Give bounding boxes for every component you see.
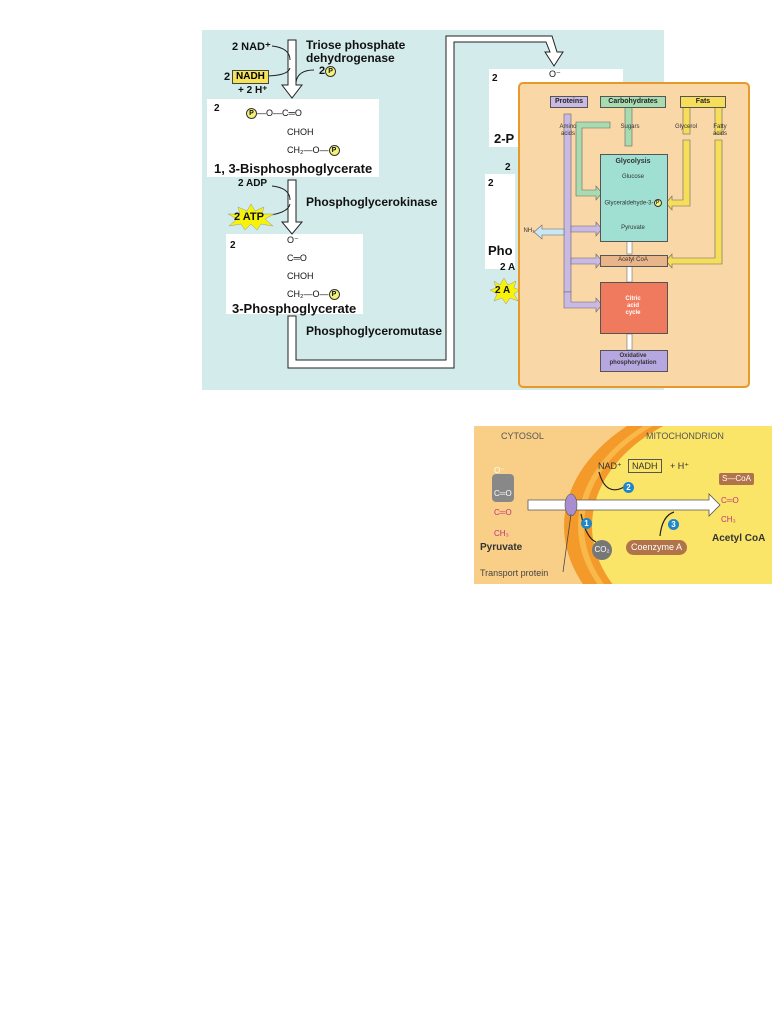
citric-acid-box [600,282,668,334]
cytosol-label: CYTOSOL [501,431,544,441]
nadh-coef: 2 [224,71,231,83]
right-name-a: 2-P [494,131,515,146]
phosphate-icon: P [325,65,337,77]
nad-label: NAD⁺ [598,461,622,471]
pyruvate-ch3: CH₃ [494,529,509,538]
right-coef-d: 2 A [500,262,516,273]
bpg-choh: CHOH [287,127,314,137]
right-coef-c: 2 [488,178,494,189]
reaction-arrows [261,35,564,369]
pyruvate-name: Pyruvate [480,542,523,553]
glycerol-label: Glycerol [674,124,697,130]
mitochondrion-label: MITOCHONDRION [646,431,724,441]
sugars-label: Sugars [620,124,640,130]
enzyme1-line2: dehydrogenase [306,51,395,65]
nad-label: 2 NAD⁺ [232,41,271,53]
pg-co: C═O [287,253,307,263]
pg-ch2: CH₂—O—P [287,289,340,301]
step-3-badge: 3 [668,519,679,530]
atp-burst-icon [227,204,275,230]
bpg-coef: 2 [214,103,220,114]
h-label: + H⁺ [670,461,690,471]
acetyl-co: C═O [721,496,739,505]
oxidative-phosphorylation-box [600,350,668,372]
right-coef-a: 2 [492,73,498,84]
bpg-ch2: CH₂—O—P [287,145,340,157]
co2-circle: CO₂ [592,540,612,560]
acetyl-coa-label: Acetyl CoA [618,257,648,263]
membrane-shapes [492,426,772,584]
nadh-box: NADH [232,70,269,84]
pg-box [226,234,363,314]
coenzyme-a-pill: Coenzyme A [626,540,688,555]
nadh-box: NADH [628,459,662,473]
pyruvate-transport-panel: CYTOSOL MITOCHONDRION NAD⁺ NADH + H⁺ 2 1… [474,426,772,584]
fats-header: Fats [680,96,726,108]
phosphate-icon: P [328,145,340,157]
atp-burst-icon-right [489,278,520,304]
acetyl-coa-name: Acetyl CoA [712,533,766,544]
right-o: O⁻ [549,69,561,79]
s-coa-label: S—CoA [719,473,754,485]
glycolysis-title: Glycolysis [615,158,651,165]
transport-protein-label: Transport protein [480,568,549,578]
pyruvate-co-2: C═O [494,508,512,517]
right-name-b: Pho [488,243,513,258]
h-label: + 2 H⁺ [238,85,268,96]
pg-o: O⁻ [287,235,299,245]
atp-label: 2 ATP [234,211,264,223]
glycolysis-box [600,154,668,242]
pg-choh: CHOH [287,271,314,281]
step-2-badge: 2 [623,482,634,493]
pg-name: 3-Phosphoglycerate [232,301,357,316]
acetyl-ch3: CH₃ [721,515,736,524]
enzyme-phosphoglycerokinase: Phosphoglycerokinase [306,195,438,209]
phosphate-icon: P [246,108,257,120]
proteins-header: Proteins [550,96,588,108]
step-1-badge: 1 [581,518,592,529]
right-atp: 2 A [495,285,511,296]
bpg-name: 1, 3-Bisphosphoglycerate [214,161,373,176]
bpg-box [207,99,379,177]
right-coef-b: 2 [505,162,511,173]
phosphate-icon: P [653,199,662,207]
enzyme-triose-phosphate-dehydrogenase: Triose phosphate dehydrogenase [306,39,405,65]
pyruvate-label: Pyruvate [621,225,645,231]
nh3-label: NH₃ [523,228,535,234]
enzyme1-line1: Triose phosphate [306,38,406,52]
g3p-label: Glyceraldehyde-3-P [600,199,666,208]
bpg-structure: P—O—C═O [246,108,302,120]
pyruvate-o: O⁻ [494,466,505,475]
enzyme-phosphoglyceromutase: Phosphoglyceromutase [306,324,443,338]
adp-label: 2 ADP [238,178,268,189]
carbohydrates-header: Carbohydrates [600,96,666,108]
glucose-label: Glucose [621,174,644,180]
pg-coef: 2 [230,240,236,251]
pyruvate-co-1: C═O [494,489,512,498]
acetyl-coa-bar [600,255,668,267]
right-box-b [485,174,515,269]
phosphate-icon: P [328,289,340,301]
